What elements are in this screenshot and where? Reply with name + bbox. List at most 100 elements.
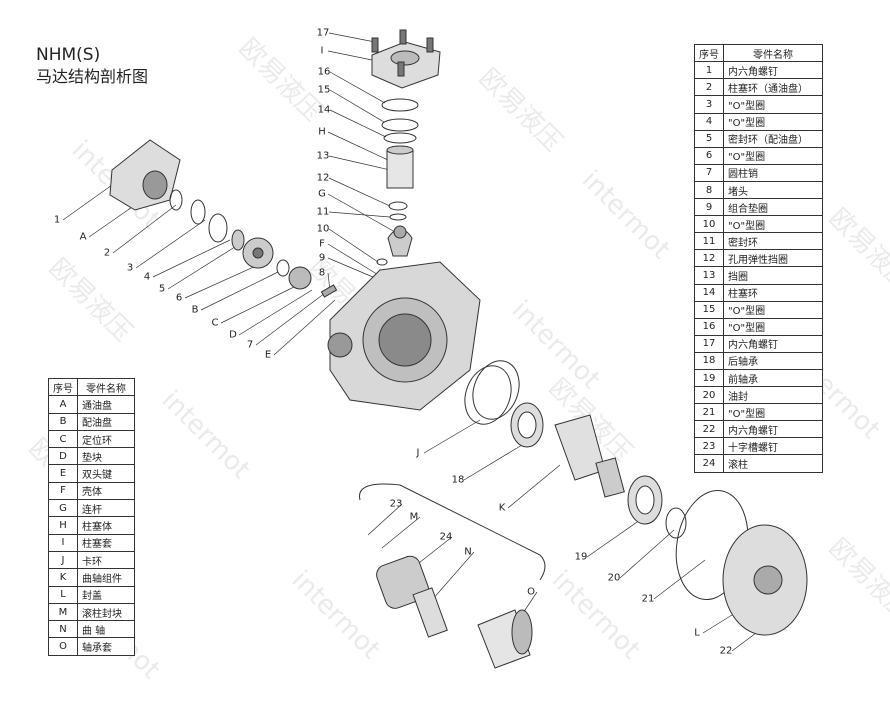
leader-line [328,177,391,207]
part-crankshaft [376,555,448,638]
part-no: E [48,464,78,483]
part-name: 柱塞套 [77,533,135,552]
part-name: 密封环 [723,232,823,251]
callout-label: 12 [316,172,330,184]
part-no: 17 [694,334,724,353]
part-connecting-rod [387,225,413,257]
part-no: 11 [694,232,724,251]
header-part-name: 零件名称 [77,377,135,397]
part-name: 柱塞环 [723,283,823,302]
leader-line [62,184,113,221]
leader-line [152,239,231,278]
callout-label: B [191,304,199,316]
table-row: 10"O"型圈 [694,215,823,234]
callout-label: D [229,329,237,341]
part-crankshaft-assembly [554,414,625,498]
part-name: 挡圈 [723,266,823,285]
leader-line [88,204,136,238]
part-front-bearing [627,475,663,525]
leader-line [328,155,391,171]
part-name: 曲轴组件 [77,568,135,587]
leader-line [327,243,381,277]
callout-label: L [694,627,700,639]
part-no: 24 [694,454,724,473]
part-name: "O"型圈 [723,300,823,319]
leader-line [327,131,389,161]
leader-line [328,32,376,43]
leader-line [329,109,387,138]
callout-label: F [319,238,325,250]
part-name: 孔用弹性挡圈 [723,249,823,268]
part-no: 22 [694,420,724,439]
callout-label: 5 [158,283,166,295]
part-no: 14 [694,283,724,302]
part-no: 1 [694,61,724,80]
callout-label: 8 [318,267,326,279]
part-name: 曲 轴 [77,620,135,639]
leader-line [184,264,259,299]
diagram-title: NHM(S) 马达结构剖析图 [36,44,148,88]
callout-label: E [264,349,272,361]
leader-line [112,204,177,254]
header-part-name: 零件名称 [723,43,823,63]
leader-line [220,284,299,324]
callout-label: K [498,502,506,514]
callout-label: 24 [439,531,453,543]
part-no: 4 [694,112,724,131]
leader-line [329,71,386,104]
leader-line [135,219,206,269]
callout-label: 18 [451,474,465,486]
part-name: 前轴承 [723,368,823,388]
part-rear-bearing [510,402,544,448]
part-no: 16 [694,317,724,336]
part-no: C [48,429,78,449]
part-no: 18 [694,351,724,370]
part-name: "O"型圈 [723,146,823,165]
part-name: 连杆 [77,499,135,518]
part-name: "O"型圈 [723,215,823,234]
callout-label: 22 [719,645,733,657]
callout-label: 2 [103,247,111,259]
leader-line [200,271,279,311]
callout-label: 9 [318,252,326,264]
part-no: K [48,568,78,587]
part-no: 2 [694,78,724,97]
part-no: 23 [694,437,724,456]
part-no: 5 [694,129,724,148]
callout-label: 13 [316,150,330,162]
part-name: 组合垫圈 [723,198,823,217]
part-name: 轴承套 [77,637,135,656]
part-no: 15 [694,300,724,319]
part-no: N [48,620,78,639]
part-name: "O"型圈 [723,403,823,422]
callout-label: 23 [389,498,403,510]
part-no: 13 [694,266,724,285]
table-row: 4"O"型圈 [694,112,823,131]
part-no: H [48,516,78,535]
callout-label: 7 [246,339,254,351]
leader-line [423,419,481,454]
part-no: 3 [694,95,724,114]
callout-label: 21 [641,593,655,605]
part-name: 内六角螺钉 [723,334,823,353]
part-no: 7 [694,163,724,182]
part-name: 壳体 [77,481,135,501]
table-row: 15"O"型圈 [694,300,823,319]
